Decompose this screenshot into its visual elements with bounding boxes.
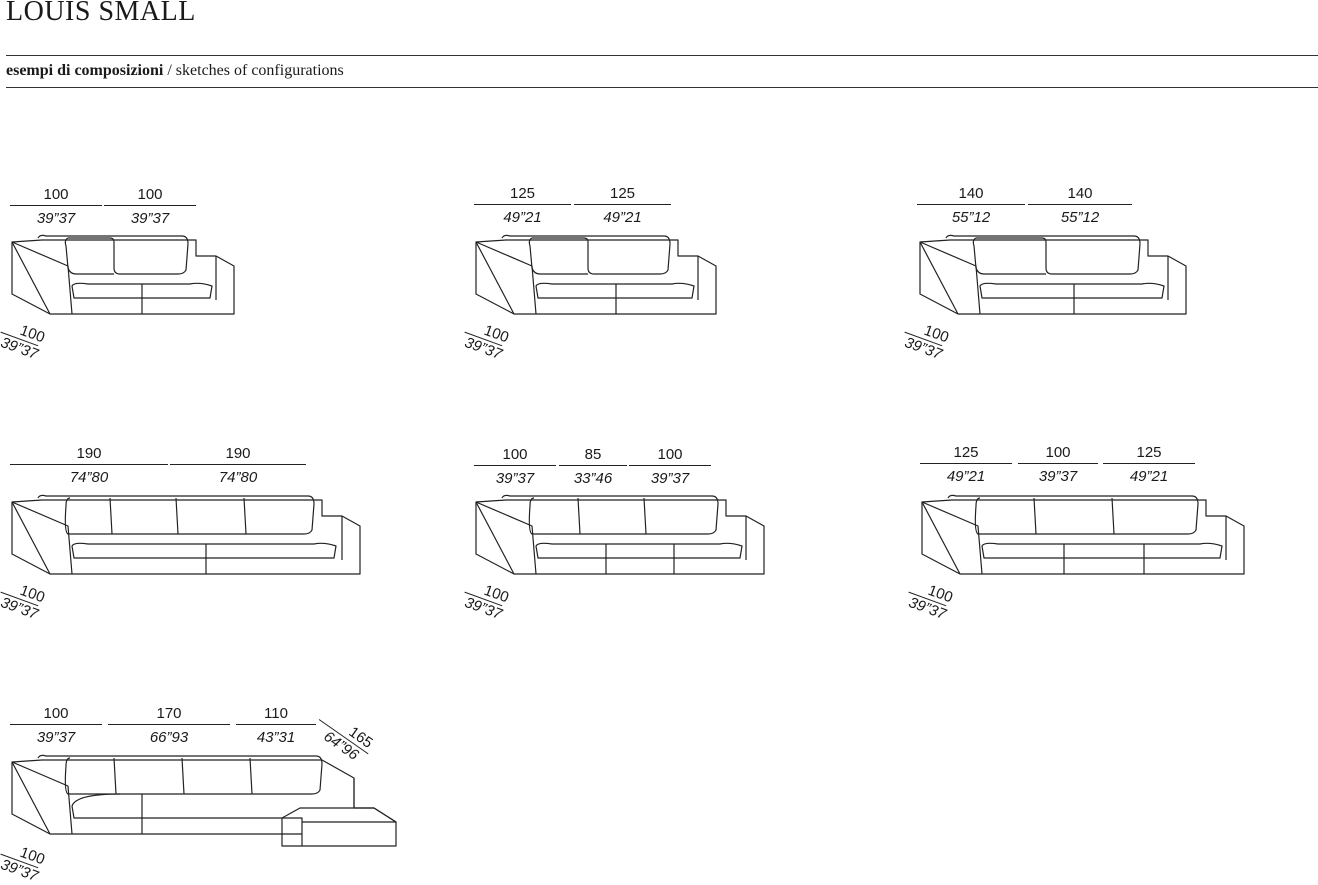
header-rule-bottom bbox=[6, 87, 1318, 88]
sofa-4-back-cushion-sketch bbox=[11, 494, 361, 575]
subtitle-italian: esempi di composizioni bbox=[6, 62, 164, 79]
sofa-3-seat-sketch bbox=[475, 494, 765, 575]
header-rule-top bbox=[6, 55, 1318, 56]
sofa-2-seat-sketch bbox=[11, 234, 235, 315]
subtitle-english: sketches of configurations bbox=[175, 62, 344, 79]
subtitle-separator: / bbox=[163, 62, 176, 79]
sofa-2-seat-sketch bbox=[919, 234, 1187, 315]
sofa-2-seat-sketch bbox=[475, 234, 717, 315]
sofa-3-seat-sketch bbox=[921, 494, 1245, 575]
sofa-chaise-longue-sketch bbox=[11, 754, 397, 847]
page-title: LOUIS SMALL bbox=[6, 0, 196, 27]
section-subtitle: esempi di composizioni / sketches of con… bbox=[6, 62, 344, 80]
